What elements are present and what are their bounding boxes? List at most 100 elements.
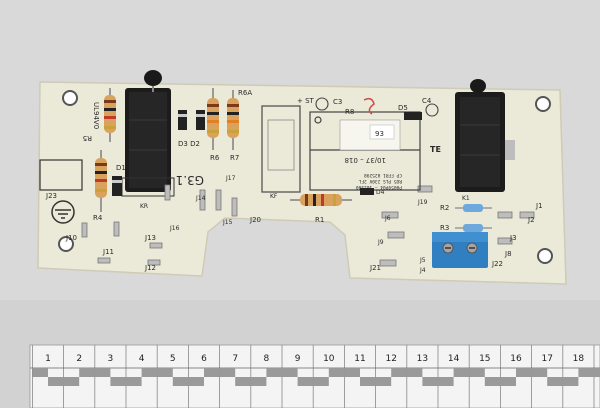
ruler-check-cell [453, 368, 470, 377]
capacitor-top-right [470, 79, 486, 93]
ruler-check-cell [469, 368, 485, 377]
ruler-check-cell [438, 377, 454, 386]
resistor-r5 [104, 88, 116, 142]
mount-hole-bottom-right [537, 248, 553, 264]
label-j21: J21 [369, 264, 381, 272]
ruler-check-cell [375, 377, 392, 386]
ruler-check-cell [297, 377, 314, 386]
label-c3: C3 [333, 98, 342, 106]
label-d3-d2: D3 D2 [178, 140, 200, 148]
ruler-check-cell [141, 368, 158, 377]
relay-kr [121, 88, 175, 197]
ruler-number: 4 [139, 354, 145, 364]
resistor-r3 [455, 224, 492, 232]
label-d4: D4 [376, 189, 385, 196]
ruler-check-cell [94, 368, 111, 377]
label-j8: J8 [504, 250, 512, 258]
ruler-number: 10 [323, 354, 335, 364]
ruler-check-cell [157, 368, 173, 377]
ruler-check-cell [188, 377, 204, 386]
ruler-number: 12 [385, 354, 396, 364]
label-r4: R4 [93, 214, 103, 222]
label-j1: J1 [535, 202, 543, 210]
mount-hole-bottom-left [58, 236, 74, 252]
label-j19: J19 [417, 199, 428, 206]
resistor-r2 [455, 204, 492, 212]
label-j15: J15 [222, 219, 233, 226]
label-j20: J20 [249, 216, 261, 224]
ruler-check-cell [235, 377, 251, 386]
ruler-number: 5 [170, 354, 176, 364]
label-d1: D1 [116, 164, 126, 172]
sticker-93-box [369, 124, 395, 140]
ruler-checker [32, 368, 600, 386]
label-cp-line3: P0059P04 – 102300 [356, 184, 402, 190]
label-r7: R7 [230, 154, 239, 162]
ruler-number: 18 [573, 354, 585, 364]
ruler-check-cell [422, 377, 438, 386]
ruler-check-cell [484, 377, 501, 386]
ruler-number: 16 [510, 354, 522, 364]
ruler-check-cell [344, 368, 360, 377]
label-j11: J11 [102, 248, 114, 256]
capacitor-c4-symbol [425, 103, 439, 117]
label-r5: R5 [83, 134, 92, 142]
label-j10: J10 [65, 234, 77, 242]
resistor-r4 [95, 150, 107, 212]
relay-k1 [455, 92, 515, 192]
ruler-number: 14 [448, 354, 460, 364]
ruler-number: 6 [201, 354, 207, 364]
ruler-number: 2 [76, 354, 82, 364]
label-j2: J2 [527, 216, 535, 224]
ruler-check-cell [282, 368, 298, 377]
label-cp-line2: RO5 PLS 230V 2FL [358, 178, 402, 184]
diodes-d3-d2 [178, 110, 205, 130]
capacitor-c3-symbol [315, 97, 329, 111]
ruler-check-cell [79, 368, 95, 377]
terminal-block-j22 [432, 232, 488, 268]
mount-hole-top-right [535, 96, 551, 112]
ruler-number: 3 [108, 354, 114, 364]
resistor-r6 [207, 88, 219, 150]
label-code: 10/37 – 018 [345, 156, 386, 164]
mount-hole-top-left [62, 90, 78, 106]
ruler-check-cell [266, 368, 282, 377]
ruler-check-cell [594, 368, 600, 377]
label-ul94v0: UL94V0 [92, 102, 100, 129]
ruler-number: 7 [232, 354, 238, 364]
ruler-check-cell [204, 368, 220, 377]
diode-d5 [404, 112, 422, 120]
label-kf: KF [270, 193, 278, 200]
label-j4: J4 [419, 267, 426, 274]
label-j13: J13 [144, 234, 156, 242]
ruler-number: 13 [417, 354, 428, 364]
ruler-number: 8 [264, 354, 270, 364]
label-r6: R6 [210, 154, 220, 162]
label-j3: J3 [509, 234, 517, 242]
label-j17: J17 [225, 175, 236, 182]
label-sticker-93: 93 [375, 130, 384, 138]
ruler-check-cell [391, 368, 407, 377]
ruler-check-cell [172, 377, 189, 386]
label-kr: KR [140, 203, 148, 210]
ruler-check-cell [63, 377, 80, 386]
label-j14: J14 [195, 195, 206, 202]
label-te: TE [430, 145, 441, 154]
ruler-check-cell [110, 377, 126, 386]
label-r8: R8 [345, 108, 354, 116]
ruler-check-cell [360, 377, 376, 386]
ruler-check-cell [126, 377, 142, 386]
ruler-check-cell [516, 368, 532, 377]
label-j6: J6 [384, 215, 391, 222]
ruler-number: 17 [541, 354, 552, 364]
label-r3: R3 [440, 224, 449, 232]
ruler-check-cell [500, 377, 516, 386]
label-j22: J22 [491, 260, 503, 268]
label-r6a: R6A [238, 89, 252, 97]
capacitor-top-left [144, 70, 162, 92]
red-pen-mark [363, 97, 375, 115]
label-c4: C4 [422, 97, 432, 105]
